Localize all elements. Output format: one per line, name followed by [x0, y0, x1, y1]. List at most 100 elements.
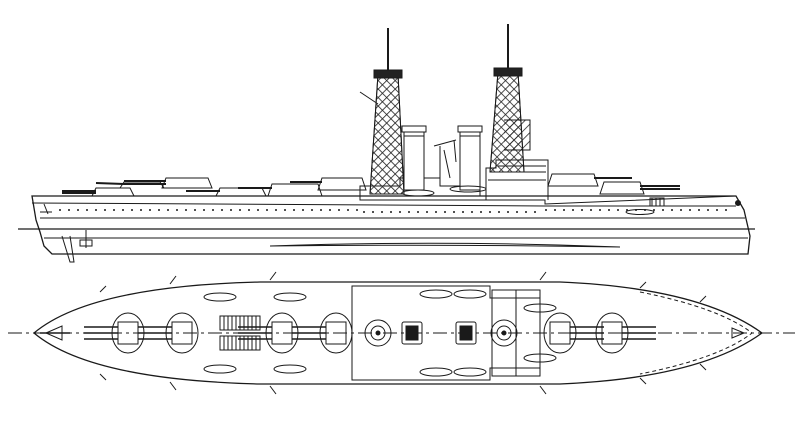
porthole — [212, 209, 214, 211]
porthole — [122, 209, 124, 211]
plan-boat — [273, 292, 307, 302]
boom — [269, 385, 277, 395]
porthole — [581, 209, 583, 211]
porthole — [453, 211, 455, 213]
boom — [699, 363, 707, 371]
porthole — [131, 209, 133, 211]
porthole — [444, 211, 446, 213]
porthole — [347, 209, 349, 211]
main-deck-line — [32, 195, 737, 205]
aft-cage-mast — [359, 28, 405, 195]
porthole — [498, 211, 500, 213]
porthole — [149, 209, 151, 211]
porthole — [554, 209, 556, 211]
aft-turret-1 — [62, 187, 135, 197]
boom — [699, 295, 707, 303]
porthole — [480, 211, 482, 213]
porthole — [311, 209, 313, 211]
porthole — [140, 209, 142, 211]
porthole — [356, 209, 358, 211]
boom — [639, 281, 647, 289]
boom — [99, 285, 107, 293]
boat-crane — [433, 139, 457, 180]
profile-view — [18, 24, 755, 263]
plan-boat — [453, 367, 487, 377]
porthole — [725, 209, 727, 211]
bilge-keel — [269, 242, 621, 248]
plan-view — [8, 271, 795, 395]
porthole — [608, 209, 610, 211]
plan-turret — [292, 312, 353, 354]
porthole — [525, 211, 527, 213]
porthole — [716, 209, 718, 211]
porthole — [275, 209, 277, 211]
boom — [269, 271, 277, 281]
porthole — [462, 211, 464, 213]
plan-hatch-grille — [219, 315, 261, 351]
plan-boat — [273, 364, 307, 374]
porthole — [266, 209, 268, 211]
porthole — [176, 209, 178, 211]
porthole-row — [59, 209, 727, 213]
porthole — [257, 209, 259, 211]
porthole — [302, 209, 304, 211]
mid-turret-2 — [238, 183, 323, 197]
porthole — [399, 211, 401, 213]
plan-boat — [523, 303, 557, 313]
porthole — [572, 209, 574, 211]
porthole — [408, 211, 410, 213]
plan-funnel-fore — [455, 321, 477, 345]
porthole — [284, 209, 286, 211]
porthole — [435, 211, 437, 213]
plan-cage-mast-aft — [364, 319, 392, 347]
plan-boat — [419, 289, 453, 299]
porthole — [203, 209, 205, 211]
plan-boat — [203, 364, 237, 374]
plan-boats — [203, 289, 557, 377]
porthole — [363, 211, 365, 213]
porthole — [329, 209, 331, 211]
plan-deck-outline — [32, 281, 764, 385]
porthole — [599, 209, 601, 211]
porthole — [320, 209, 322, 211]
porthole — [167, 209, 169, 211]
fore-funnel — [457, 125, 483, 191]
porthole — [471, 211, 473, 213]
plan-bow-detail — [731, 327, 746, 339]
porthole — [113, 209, 115, 211]
porthole — [689, 209, 691, 211]
plan-turret — [543, 312, 604, 354]
boom — [99, 373, 107, 381]
fore-cage-mast — [489, 24, 531, 173]
boom — [539, 271, 547, 281]
plan-boat-booms — [99, 271, 707, 395]
porthole — [338, 209, 340, 211]
porthole — [507, 211, 509, 213]
plan-inner-edge — [639, 291, 753, 375]
porthole — [185, 209, 187, 211]
deck-fittings — [649, 197, 741, 207]
porthole — [698, 209, 700, 211]
porthole — [545, 209, 547, 211]
porthole — [534, 211, 536, 213]
porthole — [104, 209, 106, 211]
porthole — [77, 209, 79, 211]
porthole — [489, 211, 491, 213]
porthole — [707, 209, 709, 211]
fore-superfiring-turret — [547, 173, 632, 187]
plan-boat — [203, 292, 237, 302]
fore-turret — [599, 181, 680, 195]
plan-turret — [595, 312, 656, 354]
porthole — [158, 209, 160, 211]
plan-cage-mast-fore — [490, 319, 518, 347]
plan-stern-detail — [40, 325, 70, 341]
porthole — [617, 209, 619, 211]
porthole — [390, 211, 392, 213]
porthole — [59, 209, 61, 211]
aft-funnel — [401, 125, 427, 191]
porthole — [239, 209, 241, 211]
boom — [539, 385, 547, 395]
porthole — [86, 209, 88, 211]
porthole — [194, 209, 196, 211]
porthole — [590, 209, 592, 211]
